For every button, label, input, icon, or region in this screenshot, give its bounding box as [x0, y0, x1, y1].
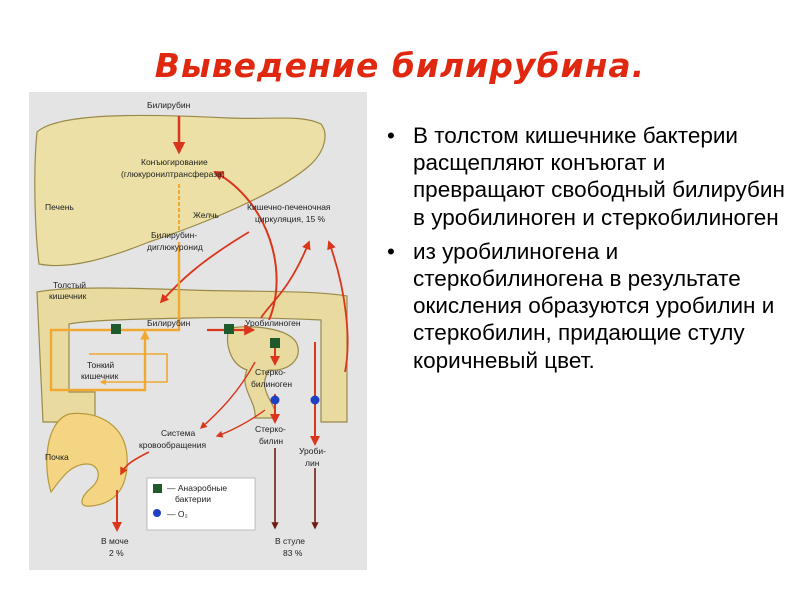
oxygen-marker: [310, 395, 320, 405]
bilirubin-excretion-diagram: Билирубин Конъюгирование (глюкуронилтран…: [29, 92, 367, 570]
bullet-dot: •: [387, 123, 395, 148]
kidney-shape: [46, 412, 128, 507]
legend-box: [146, 477, 256, 531]
arrow-to-circulation-2: [215, 409, 266, 438]
bullet-text: В толстом кишечнике бактерии расщепляют …: [413, 123, 785, 230]
label-urine-1: В моче: [101, 536, 129, 546]
label-conjugation-enzyme: (глюкуронилтрансфераза): [121, 169, 225, 179]
label-small-intestine-1: Тонкий: [87, 360, 114, 370]
legend-oxygen-label: — O₂: [167, 509, 188, 519]
bullet-list: • В толстом кишечнике бактерии расщепляю…: [383, 122, 793, 381]
bullet-item: • В толстом кишечнике бактерии расщепляю…: [383, 122, 793, 231]
label-circulation-1: Система: [161, 428, 196, 438]
small-intestine-arrow: [89, 353, 168, 386]
label-bilirubin-mid: Билирубин: [147, 318, 191, 328]
label-stercobilinogen-2: билиноген: [251, 379, 292, 389]
label-urobilin-2: лин: [305, 458, 320, 468]
label-stercobilin-1: Стерко-: [255, 424, 286, 434]
arrow-liver-to-colon: [159, 231, 250, 304]
label-urobilinogen: Уробилиноген: [245, 318, 301, 328]
label-large-intestine-2: кишечник: [49, 291, 87, 301]
large-intestine-shape: [36, 287, 348, 423]
bile-path: [49, 242, 181, 392]
legend-anaerobic-label-2: бактерии: [175, 494, 211, 504]
label-stool-2: 83 %: [283, 548, 303, 558]
slide-title: Выведение билирубина.: [154, 46, 646, 85]
label-circulation-2: кровообращения: [139, 440, 206, 450]
label-small-intestine-2: кишечник: [81, 371, 119, 381]
label-large-intestine-1: Толстый: [53, 280, 86, 290]
bullet-item: • из уробилиногена и стеркобилиногена в …: [383, 238, 793, 374]
label-stercobilin-2: билин: [259, 436, 283, 446]
label-diglucuronide-2: диглюкуронид: [147, 242, 203, 252]
arrow-enterohepatic-3: [327, 240, 349, 373]
legend-oxygen-swatch: [153, 509, 161, 517]
label-stool-1: В стуле: [275, 536, 305, 546]
small-intestine-shape: [226, 326, 299, 419]
label-liver: Печень: [45, 202, 74, 212]
bullet-text: из уробилиногена и стеркобилиногена в ре…: [413, 238, 775, 373]
bacteria-marker: [224, 324, 234, 334]
arrow-enterohepatic-2: [260, 240, 311, 319]
bacteria-marker: [270, 338, 280, 348]
label-stercobilinogen-1: Стерко-: [255, 367, 286, 377]
legend-anaerobic-label: — Анаэробные: [167, 483, 227, 493]
label-urobilin-1: Уроби-: [299, 446, 326, 456]
label-bile: Желчь: [193, 210, 219, 220]
arrow-to-circulation-1: [199, 361, 256, 429]
legend-bacteria-swatch: [153, 484, 162, 493]
arrow-circulation-to-kidney: [120, 451, 150, 476]
label-enterohepatic-1: Кишечно-печеночная: [247, 202, 331, 212]
label-diglucuronide-1: Билирубин-: [151, 230, 197, 240]
label-bilirubin-top: Билирубин: [147, 100, 191, 110]
label-conjugation: Конъюгирование: [141, 157, 208, 167]
bacteria-marker: [111, 324, 121, 334]
bullet-dot: •: [387, 238, 395, 264]
label-urine-2: 2 %: [109, 548, 124, 558]
label-enterohepatic-2: циркуляция, 15 %: [255, 214, 326, 224]
oxygen-marker: [270, 395, 280, 405]
label-kidney: Почка: [45, 452, 69, 462]
